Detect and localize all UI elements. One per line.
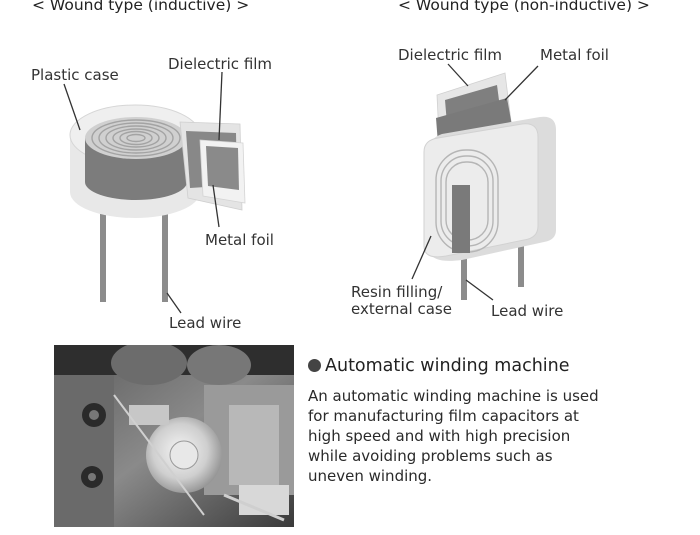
label-resin-filling: Resin filling/ external case	[351, 283, 452, 318]
inductive-lead-wire-left	[100, 210, 106, 302]
machine-description: An automatic winding machine is used for…	[308, 387, 599, 485]
inductive-lead-wire-right	[162, 210, 168, 302]
non-inductive-lead-wire-left	[461, 238, 467, 300]
non-inductive-leader-lines	[411, 63, 539, 301]
inductive-leader-lines	[63, 71, 223, 314]
inductive-capacitor-drawing	[69, 104, 246, 302]
non-inductive-lead-wire-right	[518, 225, 524, 287]
inductive-title: < Wound type (inductive) >	[32, 0, 250, 14]
non-inductive-capacitor-drawing	[423, 72, 556, 300]
label-metal-foil-non-inductive: Metal foil	[540, 46, 609, 64]
non-inductive-title: < Wound type (non-inductive) >	[398, 0, 650, 14]
label-lead-wire-inductive: Lead wire	[169, 314, 242, 332]
machine-heading: Automatic winding machine	[308, 356, 570, 376]
label-dielectric-film-non-inductive: Dielectric film	[398, 46, 503, 64]
label-plastic-case: Plastic case	[31, 66, 119, 84]
label-metal-foil-inductive: Metal foil	[205, 231, 274, 249]
bullet-dot-icon	[308, 359, 321, 372]
capacitor-diagrams	[63, 63, 556, 314]
label-dielectric-film-inductive: Dielectric film	[168, 55, 273, 73]
label-lead-wire-non-inductive: Lead wire	[491, 302, 564, 320]
winding-machine-photo	[54, 345, 294, 527]
